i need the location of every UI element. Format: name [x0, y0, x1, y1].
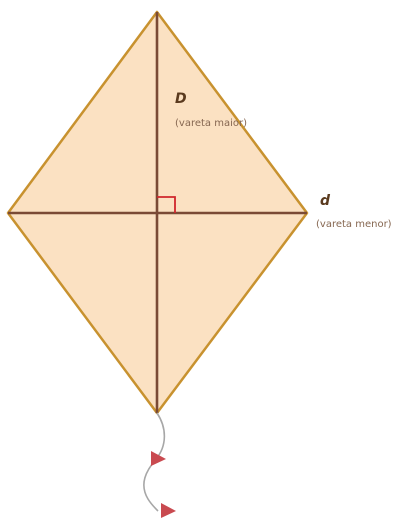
short-diagonal-label: d [320, 193, 331, 209]
tail-bow-lower [161, 503, 176, 518]
short-diagonal-caption: (vareta menor) [316, 219, 392, 230]
long-diagonal-caption: (vareta maior) [175, 118, 247, 129]
right-angle-marker [157, 196, 176, 213]
tail-bow-upper [151, 451, 166, 466]
long-diagonal-label: D [175, 91, 187, 107]
kite-tail-string [143, 412, 166, 512]
